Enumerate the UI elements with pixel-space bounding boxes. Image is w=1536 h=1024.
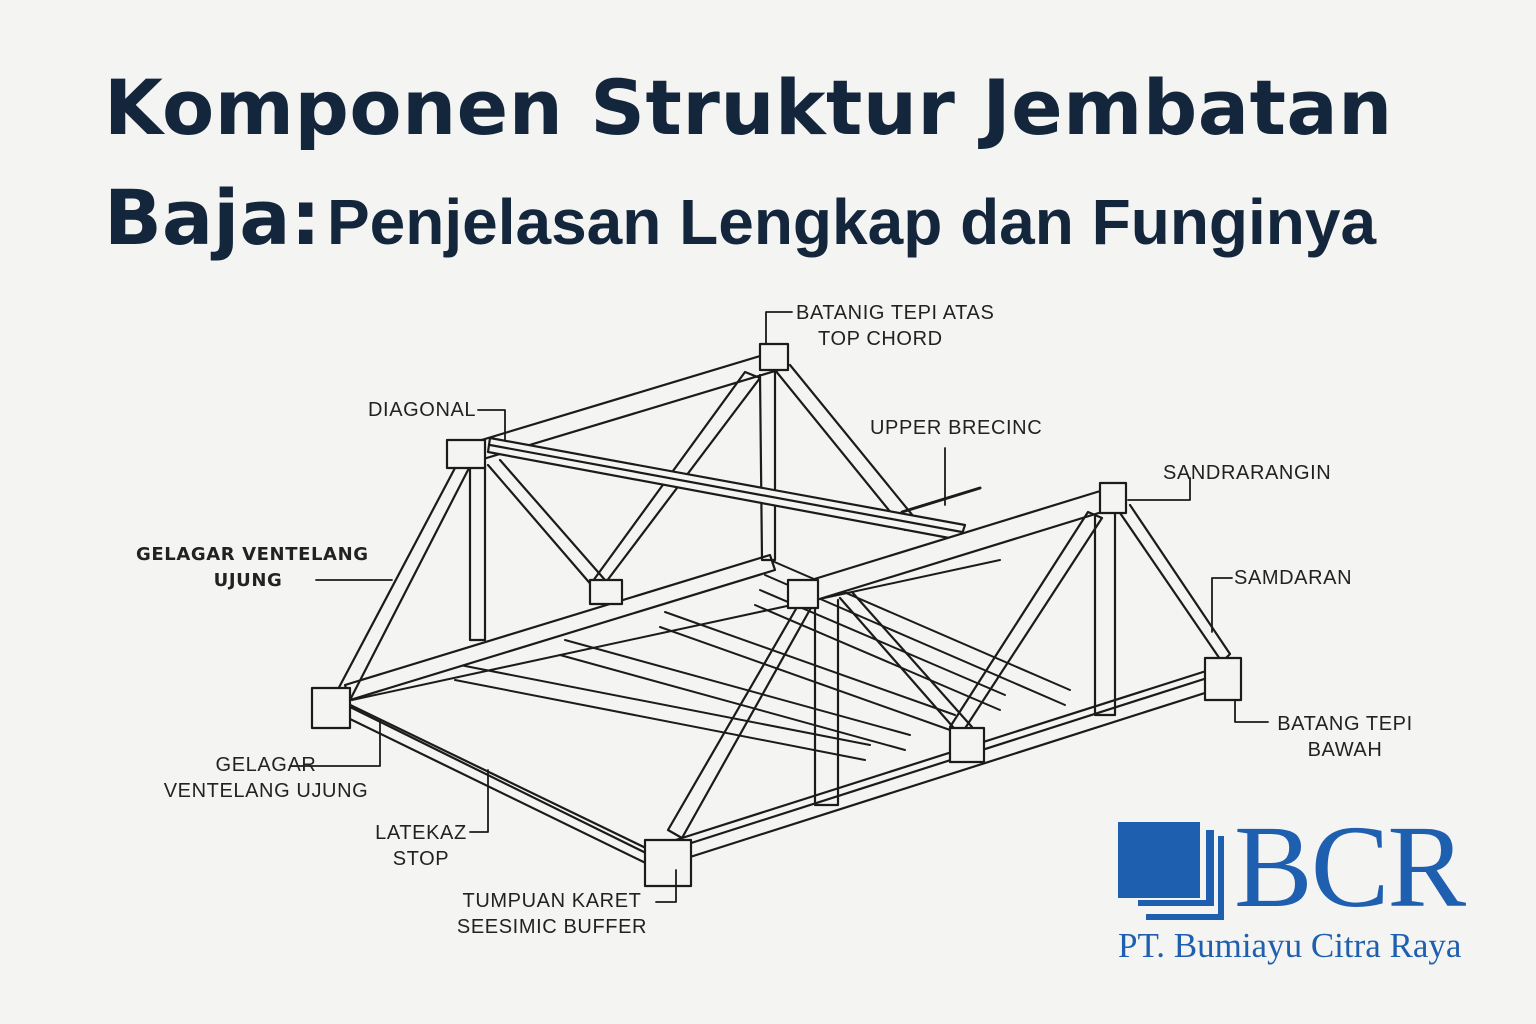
title-line-1: Komponen Struktur Jembatan <box>104 63 1393 152</box>
title-line-2-bold: Baja: <box>104 173 321 262</box>
label-tumpuan-line-1: TUMPUAN KARET <box>462 890 642 912</box>
label-batang-tepi-bawah-line-1: BATANG TEPI <box>1277 713 1413 735</box>
label-gelagar-ventelang-ujung-bold: GELAGAR VENTELANG UJUNG <box>136 542 369 594</box>
label-upper-bracing: UPPER BRECINC <box>870 417 1043 439</box>
label-lateral-stop: LATEKAZ STOP <box>366 820 476 872</box>
label-sandrarangin: SANDRARANGIN <box>1163 462 1332 484</box>
label-batang-tepi-bawah: BATANG TEPI BAWAH <box>1270 711 1420 763</box>
label-gelagar-line-1: GELAGAR <box>215 754 317 776</box>
label-gelagar-bold-line-1: GELAGAR VENTELANG <box>136 544 369 565</box>
label-top-chord-line-1: BATANIG TEPI ATAS <box>796 302 995 324</box>
leader-lines <box>289 311 1269 903</box>
label-gelagar-bold-line-2: UJUNG <box>213 570 283 591</box>
label-tumpuan-line-2: SEESIMIC BUFFER <box>456 916 648 938</box>
label-lateral-stop-line-1: LATEKAZ <box>375 822 467 844</box>
upper-bracing <box>486 436 967 542</box>
left-truss <box>333 342 920 702</box>
bearing-blocks <box>310 656 1243 888</box>
label-gelagar-ventelang-ujung: GELAGAR VENTELANG UJUNG <box>154 752 378 804</box>
title-line-2: Baja:Penjelasan Lengkap dan Funginya <box>104 180 1504 256</box>
label-lateral-stop-line-2: STOP <box>392 848 450 870</box>
label-top-chord-line-2: TOP CHORD <box>818 328 943 350</box>
bcr-logo-mark <box>1118 822 1224 920</box>
label-gelagar-line-2: VENTELANG UJUNG <box>163 780 369 802</box>
bcr-logo-text: BCR <box>1234 801 1466 932</box>
label-tumpuan-karet: TUMPUAN KARET SEESIMIC BUFFER <box>452 888 652 940</box>
label-batang-tepi-bawah-line-2: BAWAH <box>1307 739 1383 761</box>
label-diagonal: DIAGONAL <box>368 399 477 421</box>
bcr-logo-subtitle: PT. Bumiayu Citra Raya <box>1118 926 1462 965</box>
label-samdaran: SAMDARAN <box>1234 567 1353 589</box>
title-line-2-light: Penjelasan Lengkap dan Funginya <box>326 186 1377 258</box>
page-title: Komponen Struktur Jembatan Baja:Penjelas… <box>104 70 1504 256</box>
label-top-chord: BATANIG TEPI ATAS TOP CHORD <box>796 300 994 352</box>
